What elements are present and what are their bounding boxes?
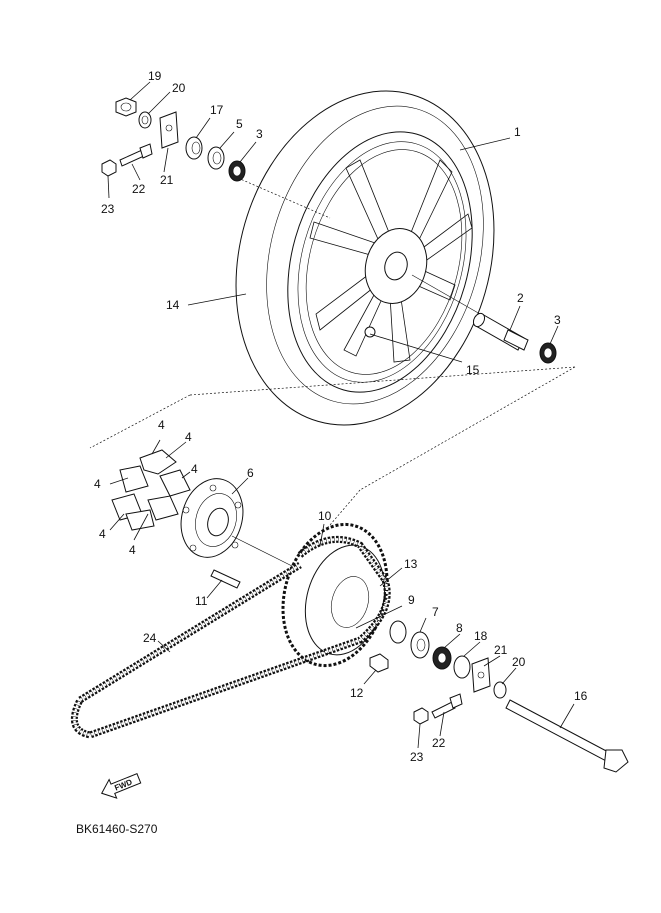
hub-center bbox=[384, 251, 408, 281]
part-22-adjust-bolt bbox=[119, 149, 145, 167]
callout-19: 19 bbox=[148, 69, 162, 83]
callout-17: 17 bbox=[210, 103, 224, 117]
damper-6 bbox=[125, 509, 155, 531]
callout-23-right: 23 bbox=[410, 750, 424, 764]
damper-3 bbox=[119, 465, 149, 493]
part-22-bolt-right bbox=[431, 701, 456, 719]
part-11-stud bbox=[210, 569, 241, 589]
callout-23: 23 bbox=[101, 202, 115, 216]
part-20-washer bbox=[138, 111, 152, 129]
callout-16: 16 bbox=[574, 689, 588, 703]
part-23-nut-right bbox=[413, 707, 429, 725]
callout-4-b: 4 bbox=[185, 430, 192, 444]
callouts: 19 20 17 5 3 1 21 22 23 2 3 14 15 4 4 4 … bbox=[94, 69, 588, 764]
rear-wheel-assembly bbox=[235, 90, 495, 426]
valve bbox=[364, 326, 376, 338]
damper-1 bbox=[139, 449, 177, 475]
callout-1: 1 bbox=[514, 125, 521, 139]
right-lower-parts bbox=[389, 620, 629, 773]
callout-20-right: 20 bbox=[512, 655, 526, 669]
diagram-code: BK61460-S270 bbox=[76, 822, 158, 836]
callout-9: 9 bbox=[408, 593, 415, 607]
callout-15: 15 bbox=[466, 363, 480, 377]
left-axle-parts bbox=[101, 97, 246, 182]
callout-4-f: 4 bbox=[129, 543, 136, 557]
callout-20: 20 bbox=[172, 81, 186, 95]
clutch-hub bbox=[180, 478, 244, 558]
part-12-nut bbox=[369, 653, 389, 673]
callout-5: 5 bbox=[236, 117, 243, 131]
callout-10: 10 bbox=[318, 509, 332, 523]
rim-edge bbox=[305, 149, 463, 375]
callout-4-d: 4 bbox=[94, 477, 101, 491]
callout-11: 11 bbox=[195, 594, 208, 608]
callout-4-a: 4 bbox=[158, 418, 165, 432]
drive-plane-outline bbox=[89, 366, 576, 561]
part-19-nut bbox=[115, 97, 137, 117]
right-axle-parts bbox=[472, 312, 557, 364]
callout-21-right: 21 bbox=[494, 643, 508, 657]
damper-4 bbox=[147, 495, 179, 521]
centerline-hub bbox=[231, 535, 301, 571]
callout-22: 22 bbox=[132, 182, 146, 196]
hub-dampers bbox=[111, 449, 191, 531]
part-23-nut bbox=[101, 159, 117, 177]
part-9-collar bbox=[389, 620, 407, 644]
rear-sprocket bbox=[281, 522, 389, 668]
part-18-collar bbox=[453, 655, 471, 679]
part-21-plate bbox=[159, 111, 179, 149]
part-5-bearing bbox=[207, 146, 225, 170]
callout-4-e: 4 bbox=[99, 527, 106, 541]
leader-lines bbox=[107, 81, 575, 749]
part-17-collar bbox=[185, 136, 203, 160]
callout-13: 13 bbox=[404, 557, 418, 571]
callout-6: 6 bbox=[247, 466, 254, 480]
callout-7: 7 bbox=[432, 605, 439, 619]
callout-18: 18 bbox=[474, 629, 488, 643]
wheel-spokes bbox=[309, 159, 473, 363]
callout-22-right: 22 bbox=[432, 736, 446, 750]
part-21-plate-right bbox=[471, 657, 491, 693]
part-24-drive-chain bbox=[70, 535, 391, 739]
callout-12: 12 bbox=[350, 686, 364, 700]
rim-inner bbox=[297, 141, 467, 383]
callout-14: 14 bbox=[166, 298, 180, 312]
part-7-bearing bbox=[410, 631, 430, 659]
callout-3-right: 3 bbox=[554, 313, 561, 327]
part-20-washer-right bbox=[493, 681, 507, 699]
damper-2 bbox=[159, 469, 191, 497]
callout-4-c: 4 bbox=[191, 462, 198, 476]
callout-24: 24 bbox=[143, 631, 157, 645]
callout-3: 3 bbox=[256, 127, 263, 141]
fwd-arrow-icon: FWD bbox=[101, 773, 142, 799]
callout-8: 8 bbox=[456, 621, 463, 635]
callout-2: 2 bbox=[517, 291, 524, 305]
callout-21: 21 bbox=[160, 173, 174, 187]
centerline-left bbox=[237, 177, 331, 219]
tire-inner-line bbox=[266, 105, 484, 405]
part-16-axle bbox=[505, 699, 613, 763]
